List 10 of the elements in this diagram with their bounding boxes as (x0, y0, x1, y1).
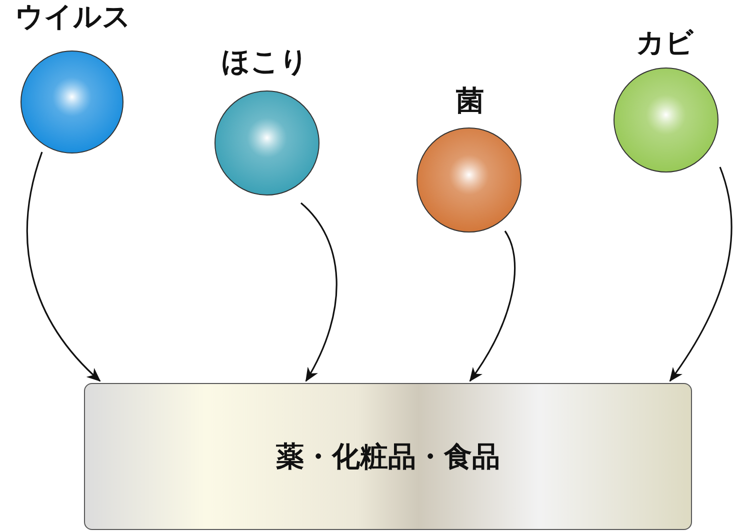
sphere-label: ウイルス (14, 0, 132, 34)
product-box (84, 383, 692, 530)
product-label: 薬・化粧品・食品 (276, 438, 500, 474)
sphere-label: ほこり (220, 45, 310, 79)
curved-arrow (26, 152, 101, 382)
sphere-label: カビ (635, 26, 695, 60)
sphere-label: 菌 (455, 84, 485, 118)
curved-arrow (300, 202, 338, 382)
curved-arrow (669, 166, 732, 382)
curved-arrow (469, 230, 516, 382)
